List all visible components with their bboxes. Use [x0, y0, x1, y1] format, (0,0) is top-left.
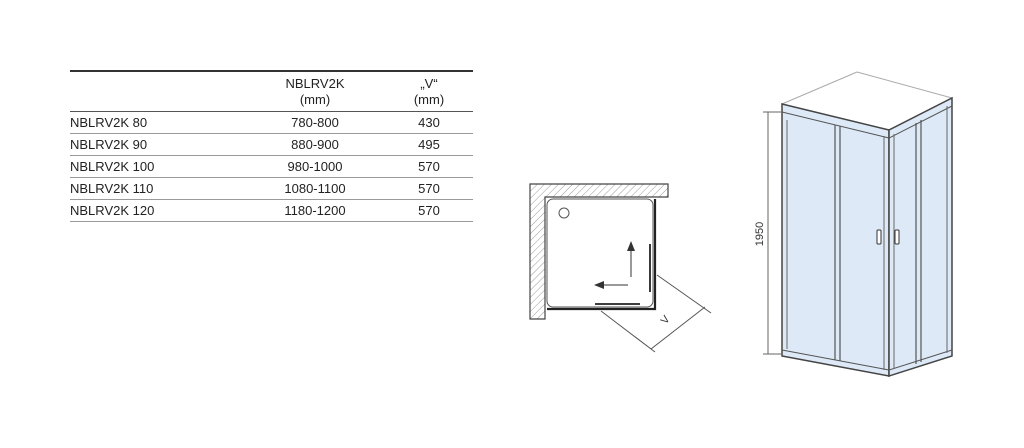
- table-row: NBLRV2K 100 980-1000 570: [70, 155, 473, 178]
- wall-hatch: [529, 183, 669, 320]
- dimensions-table: NBLRV2K(mm) „V“(mm) NBLRV2K 80 780-800 4…: [70, 70, 473, 222]
- cell-range: 1180-1200: [245, 199, 385, 222]
- drain-icon: [558, 207, 570, 219]
- cell-v: 430: [385, 111, 473, 134]
- enclosure-elevation: 1950: [754, 71, 953, 378]
- header-v-unit: (mm): [413, 92, 445, 107]
- cell-model: NBLRV2K 100: [70, 155, 245, 178]
- arrow-up-icon: [627, 241, 635, 277]
- table-header-row: NBLRV2K(mm) „V“(mm): [70, 71, 473, 112]
- door-handle-icon: [894, 229, 900, 245]
- shower-tray: [546, 198, 654, 308]
- table-row: NBLRV2K 120 1180-1200 570: [70, 199, 473, 222]
- cell-model: NBLRV2K 120: [70, 199, 245, 222]
- header-width-unit: (mm): [299, 92, 331, 107]
- cell-model: NBLRV2K 90: [70, 133, 245, 156]
- arrow-left-icon: [594, 281, 628, 289]
- cell-v: 495: [385, 133, 473, 156]
- cell-range: 880-900: [245, 133, 385, 156]
- height-dimension-label: 1950: [754, 222, 766, 246]
- enclosure-outline: [547, 199, 657, 311]
- table-row: NBLRV2K 110 1080-1100 570: [70, 177, 473, 200]
- table-row: NBLRV2K 80 780-800 430: [70, 111, 473, 134]
- cell-range: 980-1000: [245, 155, 385, 178]
- floor-plan: V: [529, 183, 712, 353]
- cell-model: NBLRV2K 110: [70, 177, 245, 200]
- cell-range: 1080-1100: [245, 177, 385, 200]
- cell-v: 570: [385, 155, 473, 178]
- top-back-edge: [856, 71, 953, 99]
- cell-v: 570: [385, 199, 473, 222]
- header-width: NBLRV2K(mm): [245, 71, 385, 112]
- header-v-name: „V“: [420, 76, 438, 91]
- header-v: „V“(mm): [385, 71, 473, 112]
- cell-model: NBLRV2K 80: [70, 111, 245, 134]
- cell-range: 780-800: [245, 111, 385, 134]
- top-back-edge: [781, 71, 858, 105]
- cell-v: 570: [385, 177, 473, 200]
- door-handle-icon: [876, 229, 882, 245]
- table-row: NBLRV2K 90 880-900 495: [70, 133, 473, 156]
- dimension-label: V: [659, 313, 673, 327]
- header-width-name: NBLRV2K: [285, 76, 345, 91]
